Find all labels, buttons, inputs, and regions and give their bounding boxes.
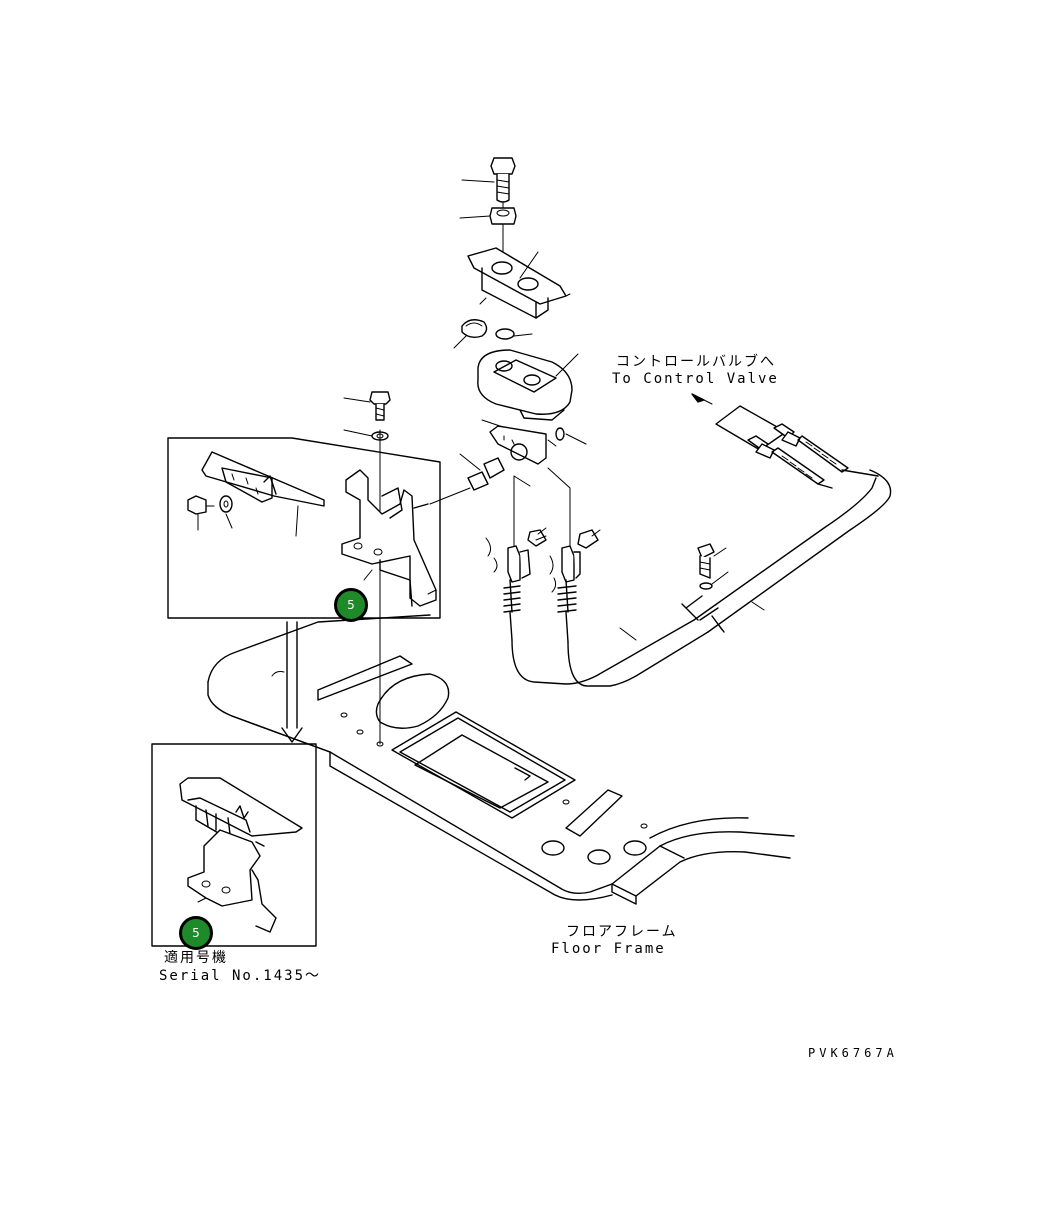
callout-badge-upper: 5	[334, 588, 368, 622]
floor-frame	[207, 614, 795, 905]
control-valve-label-en: To Control Valve	[612, 371, 779, 387]
top-bolt-stack	[453, 157, 587, 561]
floor-frame-label-jp: フロアフレーム	[566, 924, 678, 940]
floor-frame-label-en: Floor Frame	[551, 941, 666, 957]
detail-box-upper	[167, 437, 471, 619]
cable-ends	[691, 393, 879, 489]
lever-linkages	[485, 469, 892, 687]
left-bolt-stack	[343, 391, 391, 441]
replacement-arrow	[281, 621, 303, 743]
serial-label-jp: 適用号機	[164, 950, 228, 966]
serial-label-en: Serial No.1435～	[159, 968, 322, 984]
callout-badge-lower: 5	[179, 916, 213, 950]
drawing-code: PVK6767A	[808, 1046, 898, 1060]
detail-box-lower	[151, 743, 317, 947]
control-valve-label-jp: コントロールバルブへ	[616, 354, 776, 370]
